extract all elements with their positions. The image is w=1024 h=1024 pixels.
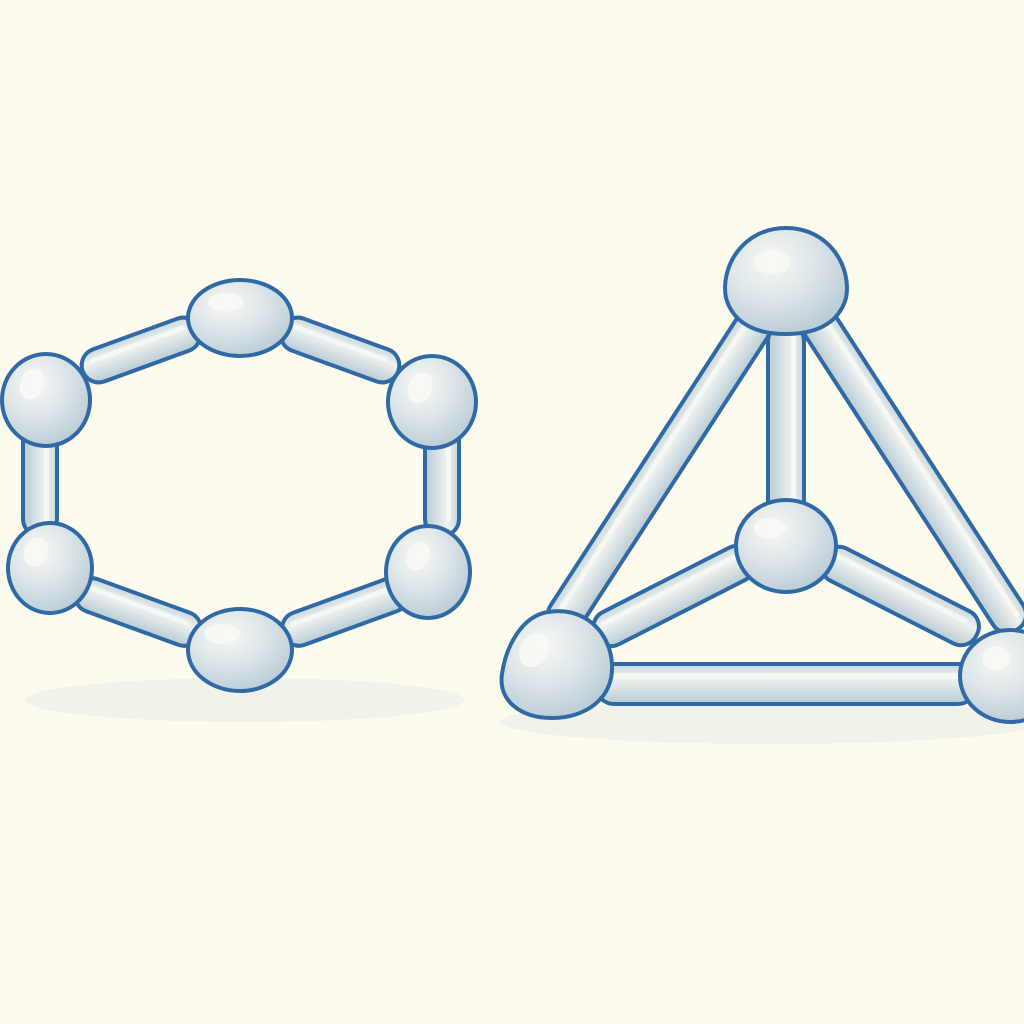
hexagon-atom bbox=[6, 521, 94, 615]
tetrahedron-atom bbox=[723, 225, 849, 337]
hexagon-atom bbox=[384, 524, 472, 620]
hexagon-bond bbox=[79, 315, 203, 385]
hexagon-atom bbox=[0, 352, 92, 448]
tetrahedron-bond bbox=[766, 322, 806, 522]
tetrahedron-shadow bbox=[500, 700, 1024, 744]
hexagon-atom bbox=[186, 607, 294, 693]
hexagonal-ring-model bbox=[0, 278, 478, 722]
hexagon-atom bbox=[386, 354, 478, 450]
tetrahedron-bond bbox=[594, 662, 978, 706]
tetrahedron-atom bbox=[958, 628, 1024, 724]
hexagon-bond bbox=[278, 315, 402, 385]
tetrahedron-atom bbox=[734, 498, 838, 594]
tetrahedron-atoms bbox=[499, 225, 1024, 724]
tetrahedron-atom bbox=[499, 609, 615, 721]
hexagon-shadow bbox=[25, 678, 465, 722]
hexagon-atom bbox=[186, 278, 294, 358]
hexagon-atoms bbox=[0, 278, 478, 693]
tetrahedral-model bbox=[499, 225, 1024, 744]
